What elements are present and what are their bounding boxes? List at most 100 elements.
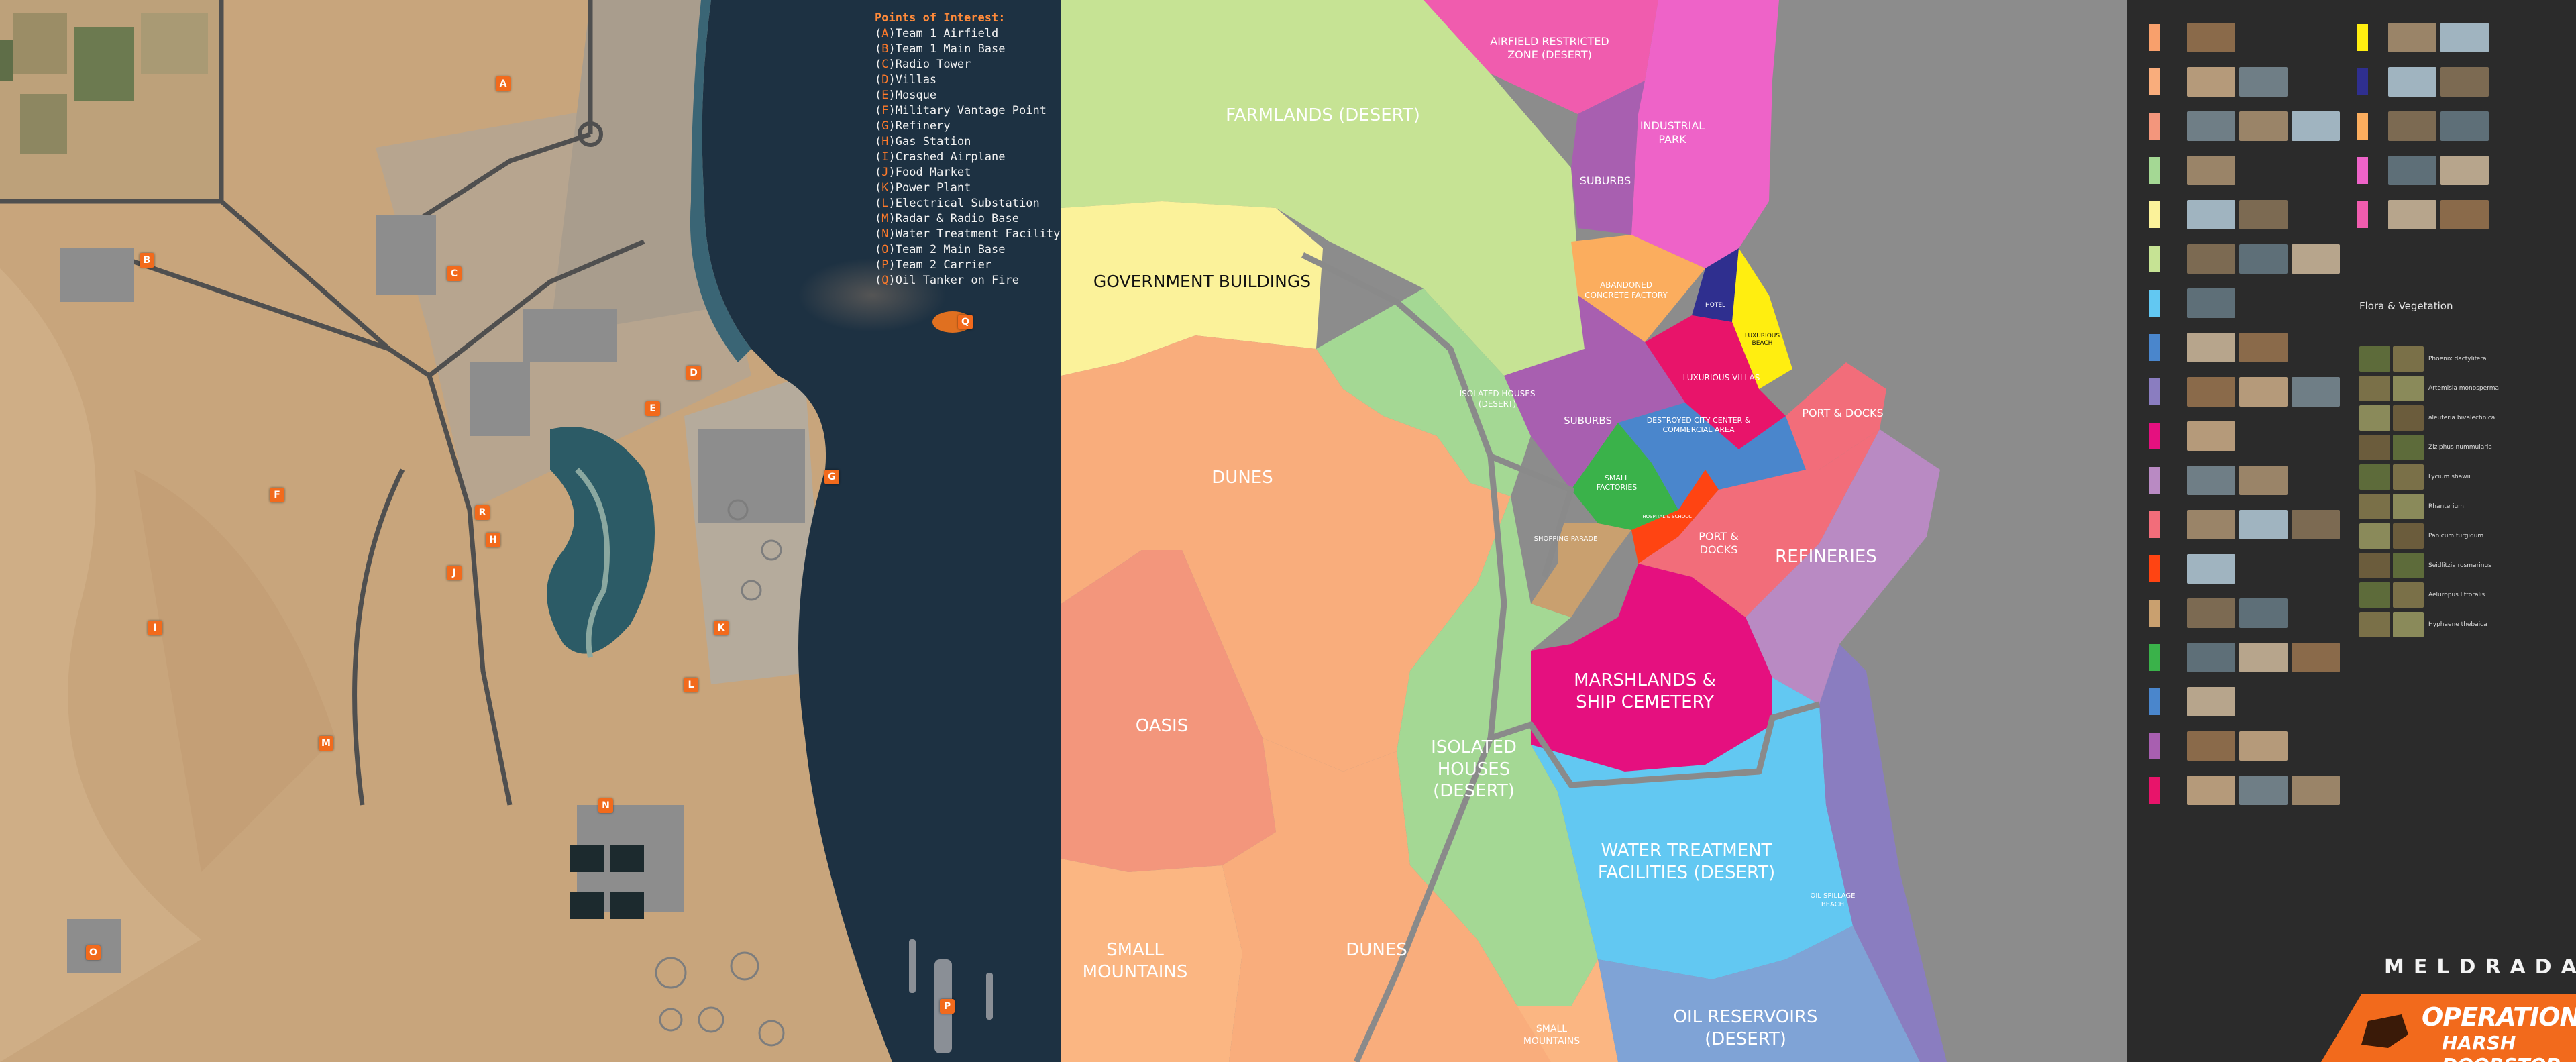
flora-photo-thumbnail[interactable] [2393,435,2424,460]
reference-photo-thumbnail[interactable] [2388,156,2436,185]
reference-photo-thumbnail[interactable] [2187,288,2235,318]
marker-j[interactable]: J [447,566,462,580]
marker-a[interactable]: A [496,76,511,91]
reference-photo-thumbnail[interactable] [2292,111,2340,141]
reference-photo-thumbnail[interactable] [2440,67,2489,97]
marker-c[interactable]: C [447,266,462,281]
zone-city-center[interactable] [1618,403,1806,510]
marker-q[interactable]: Q [958,315,973,329]
flora-photo-thumbnail[interactable] [2393,494,2424,519]
reference-photo-thumbnail[interactable] [2187,687,2235,716]
zone-oasis[interactable] [1061,550,1276,872]
reference-photo-thumbnail[interactable] [2388,23,2436,52]
reference-photo-thumbnail[interactable] [2292,510,2340,539]
reference-photo-thumbnail[interactable] [2440,156,2489,185]
reference-photo-thumbnail[interactable] [2239,200,2288,229]
zone-water-treatment[interactable] [1531,678,1853,979]
flora-photo-thumbnail[interactable] [2393,553,2424,578]
reference-photo-thumbnail[interactable] [2187,554,2235,584]
flora-photo-thumbnail[interactable] [2359,523,2390,549]
reference-photo-thumbnail[interactable] [2239,377,2288,407]
zone-farmlands[interactable] [1061,0,1585,376]
reference-photo-thumbnail[interactable] [2187,466,2235,495]
marker-o[interactable]: O [86,945,101,960]
flora-photo-thumbnail[interactable] [2393,376,2424,401]
reference-photo-thumbnail[interactable] [2187,333,2235,362]
zone-hospital-school[interactable] [1631,470,1719,564]
flora-photo-thumbnail[interactable] [2393,612,2424,637]
reference-photo-thumbnail[interactable] [2388,111,2436,141]
flora-photo-thumbnail[interactable] [2359,494,2390,519]
zone-government[interactable] [1061,201,1323,376]
reference-photo-thumbnail[interactable] [2187,23,2235,52]
marker-i[interactable]: I [148,621,162,635]
reference-photo-thumbnail[interactable] [2440,200,2489,229]
zone-refineries[interactable] [1746,429,1940,704]
reference-photo-thumbnail[interactable] [2388,67,2436,97]
zone-industrial[interactable] [1631,0,1779,268]
marker-f[interactable]: F [270,488,284,502]
zone-marshlands[interactable] [1531,564,1772,772]
reference-photo-thumbnail[interactable] [2187,510,2235,539]
reference-photo-thumbnail[interactable] [2292,643,2340,672]
reference-photo-thumbnail[interactable] [2187,377,2235,407]
zone-luxurious-villas[interactable] [1645,315,1786,449]
marker-r[interactable]: R [475,505,490,520]
flora-photo-thumbnail[interactable] [2359,553,2390,578]
reference-photo-thumbnail[interactable] [2239,333,2288,362]
reference-photo-thumbnail[interactable] [2440,111,2489,141]
zone-port-docks-south[interactable] [1638,429,1880,617]
zone-luxurious-beach[interactable] [1732,248,1792,389]
reference-photo-thumbnail[interactable] [2239,244,2288,274]
reference-photo-thumbnail[interactable] [2239,776,2288,805]
reference-photo-thumbnail[interactable] [2292,776,2340,805]
flora-photo-thumbnail[interactable] [2393,464,2424,490]
reference-photo-thumbnail[interactable] [2187,598,2235,628]
flora-photo-thumbnail[interactable] [2393,346,2424,372]
reference-photo-thumbnail[interactable] [2239,466,2288,495]
reference-photo-thumbnail[interactable] [2239,598,2288,628]
zone-dunes-south[interactable] [1222,738,1571,1062]
reference-photo-thumbnail[interactable] [2187,67,2235,97]
reference-photo-thumbnail[interactable] [2187,421,2235,451]
flora-photo-thumbnail[interactable] [2393,405,2424,431]
zone-hotel[interactable] [1692,248,1739,322]
reference-photo-thumbnail[interactable] [2187,111,2235,141]
marker-e[interactable]: E [645,401,660,416]
zone-suburbs-north[interactable] [1571,81,1645,235]
reference-photo-thumbnail[interactable] [2187,643,2235,672]
marker-d[interactable]: D [686,366,701,380]
zone-oil-spillage-beach[interactable] [1819,644,1947,1062]
flora-photo-thumbnail[interactable] [2359,464,2390,490]
reference-photo-thumbnail[interactable] [2187,731,2235,761]
zone-small-mountains-east[interactable] [1517,959,1618,1062]
reference-photo-thumbnail[interactable] [2187,244,2235,274]
zone-isolated-houses-north[interactable] [1316,288,1531,496]
marker-p[interactable]: P [940,999,955,1014]
flora-photo-thumbnail[interactable] [2359,435,2390,460]
marker-l[interactable]: L [684,678,698,692]
flora-photo-thumbnail[interactable] [2393,523,2424,549]
reference-photo-thumbnail[interactable] [2187,776,2235,805]
zone-dunes-north[interactable] [1061,335,1511,772]
reference-photo-thumbnail[interactable] [2239,731,2288,761]
zone-oil-reservoirs[interactable] [1598,926,1920,1062]
reference-photo-thumbnail[interactable] [2187,200,2235,229]
zone-suburbs-central[interactable] [1504,295,1685,490]
reference-photo-thumbnail[interactable] [2187,156,2235,185]
marker-n[interactable]: N [598,798,613,813]
reference-photo-thumbnail[interactable] [2388,200,2436,229]
reference-photo-thumbnail[interactable] [2292,377,2340,407]
flora-photo-thumbnail[interactable] [2393,582,2424,608]
flora-photo-thumbnail[interactable] [2359,346,2390,372]
marker-m[interactable]: M [319,736,333,751]
marker-b[interactable]: B [140,253,154,268]
zone-small-factories[interactable] [1571,423,1678,530]
marker-h[interactable]: H [486,533,500,547]
reference-photo-thumbnail[interactable] [2239,510,2288,539]
reference-photo-thumbnail[interactable] [2292,244,2340,274]
zone-concrete-factory[interactable] [1571,235,1705,342]
marker-k[interactable]: K [714,621,729,635]
flora-photo-thumbnail[interactable] [2359,582,2390,608]
zone-isolated-houses-south[interactable] [1397,496,1598,1006]
